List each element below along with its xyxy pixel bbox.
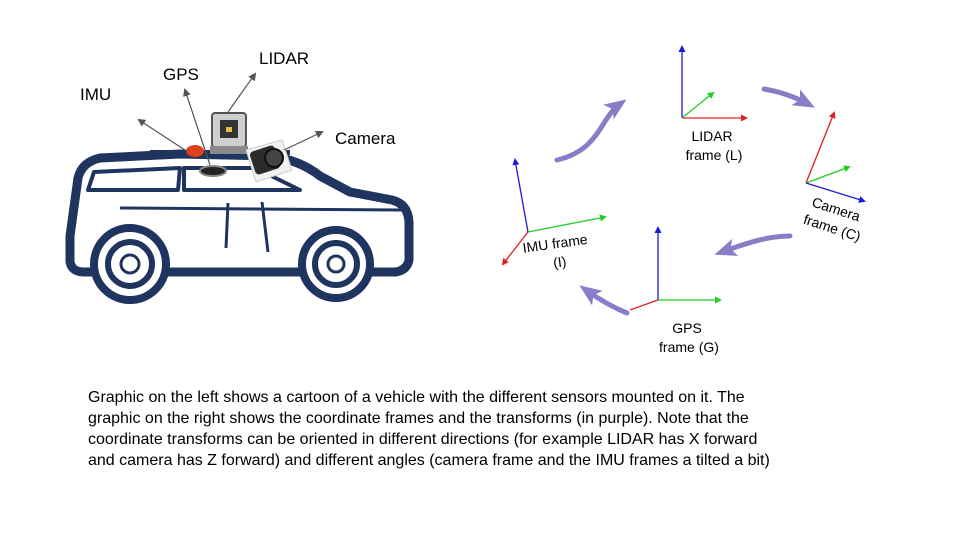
camera-x-axis — [805, 111, 836, 184]
description-caption: Graphic on the left shows a cartoon of a… — [88, 387, 908, 471]
imu-pointer-arrow — [137, 118, 189, 153]
imu-x-axis — [501, 231, 529, 266]
imu-y-axis — [527, 214, 607, 233]
caption-line: graphic on the right shows the coordinat… — [88, 410, 749, 427]
camera-sensor-icon — [245, 139, 293, 183]
coordinate-frames — [501, 45, 866, 311]
car-windows — [86, 166, 405, 253]
camera-frame-axes — [805, 111, 866, 203]
transform-arrow-imu-to-lidar — [554, 99, 627, 163]
transform-arrow-camera-to-gps — [714, 233, 793, 256]
gps-frame-axes — [629, 226, 722, 311]
imu-frame-label: IMU frame (I) — [522, 230, 595, 274]
imu-z-axis — [512, 158, 529, 233]
vehicle-illustration: IMU GPS LIDAR Camera — [65, 49, 414, 304]
transform-arrow-gps-to-imu — [579, 285, 630, 316]
camera-y-axis — [805, 165, 851, 184]
caption-line: coordinate transforms can be oriented in… — [88, 431, 758, 448]
camera-label: Camera — [335, 129, 396, 148]
camera-frame-label: Camera frame (C) — [802, 193, 869, 245]
imu-sensor-icon — [186, 145, 204, 157]
caption-line: and camera has Z forward) and different … — [88, 452, 770, 469]
gps-sensor-icon — [199, 165, 227, 177]
gps-frame-label: GPS frame (G) — [659, 320, 719, 355]
transform-arrows — [554, 86, 816, 316]
lidar-sensor-icon — [210, 112, 248, 154]
gps-pointer-arrow — [183, 88, 211, 166]
gps-label: GPS — [163, 65, 199, 84]
caption-line: Graphic on the left shows a cartoon of a… — [88, 389, 745, 406]
lidar-frame-label: LIDAR frame (L) — [686, 128, 743, 163]
gps-y-axis — [629, 299, 659, 311]
camera-z-axis — [805, 182, 866, 203]
transform-arrow-lidar-to-camera — [761, 86, 816, 108]
lidar-y-axis — [681, 91, 715, 119]
imu-label: IMU — [80, 85, 111, 104]
car-body — [65, 149, 414, 277]
sensor-pointer-arrows — [137, 72, 324, 166]
front-wheel — [298, 226, 374, 302]
rear-wheel — [90, 224, 170, 304]
lidar-pointer-arrow — [227, 72, 257, 113]
imu-frame-axes — [501, 158, 607, 266]
camera-pointer-arrow — [283, 130, 324, 151]
lidar-frame-axes — [678, 45, 748, 122]
lidar-label: LIDAR — [259, 49, 309, 68]
